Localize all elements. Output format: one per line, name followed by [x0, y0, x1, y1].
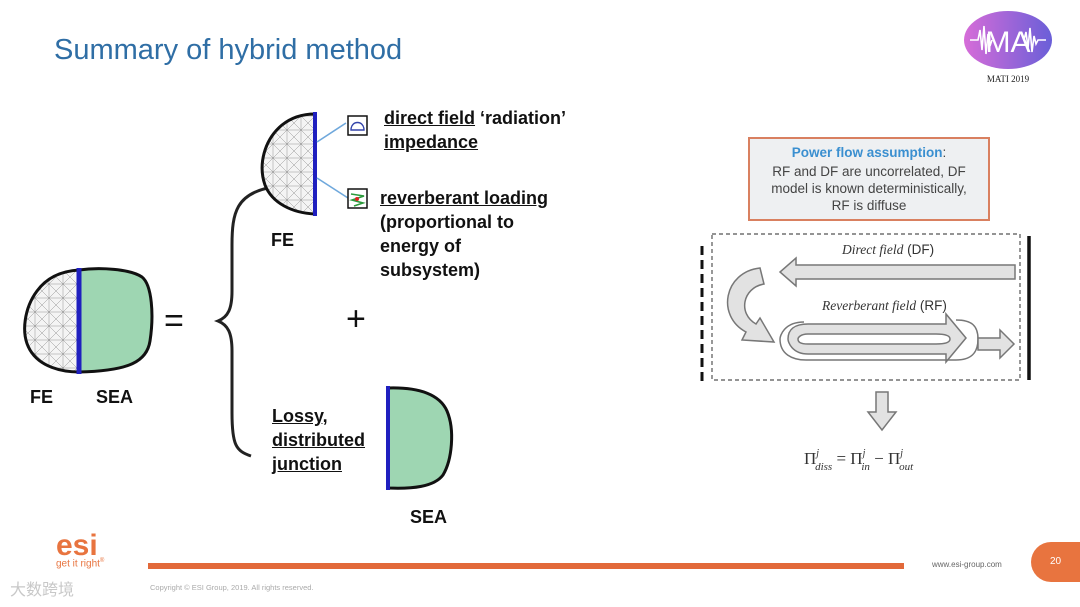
copyright-text: Copyright © ESI Group, 2019. All rights …: [150, 583, 314, 592]
esi-tagline: get it right®: [56, 558, 105, 570]
direct-field-radiation-label: direct field ‘radiation’: [384, 108, 566, 129]
slide-title: Summary of hybrid method: [54, 34, 403, 66]
reverberant-field-label: Reverberant field (RF): [821, 298, 947, 313]
logo-caption: MATI 2019: [987, 74, 1030, 84]
curly-brace: [213, 185, 274, 458]
fe-label-top: FE: [271, 230, 295, 250]
distributed-text: distributed: [272, 430, 365, 450]
reverb-line-3: energy of: [380, 236, 462, 256]
curved-arrow: [726, 267, 776, 343]
page-number-badge: 20: [1031, 542, 1080, 582]
plus-sign: +: [346, 300, 366, 338]
power-flow-line-2: model is known deterministically,: [771, 181, 967, 196]
reverb-line-4: subsystem): [380, 260, 481, 280]
reverberant-loop-arrow: [787, 311, 967, 365]
mati-logo: MA MATI 2019: [962, 8, 1054, 90]
sea-label-bottom: SEA: [410, 507, 448, 527]
watermark-text: 大数跨境: [10, 582, 75, 599]
power-flow-line-3: RF is diffuse: [831, 198, 907, 213]
power-flow-body: RF and DF are uncorrelated, DF model is …: [750, 163, 988, 214]
mati-logo-icon: MA MATI 2019: [964, 11, 1052, 84]
equals-sign: =: [164, 302, 184, 340]
reverb-line-2: (proportional to: [380, 212, 514, 232]
power-flow-line-1: RF and DF are uncorrelated, DF: [772, 164, 966, 179]
lossy-text: Lossy,: [272, 406, 328, 426]
radiation-impedance-icon: [347, 115, 368, 136]
reverb-outer-ring: [779, 319, 979, 361]
reverberant-loading-icon: [347, 188, 368, 209]
sea-label-left: SEA: [96, 387, 134, 407]
exit-arrow: [977, 328, 1016, 360]
reverberant-loading-text: reverberant loading: [380, 188, 549, 208]
field-flow-diagram: Direct field (DF) Reverberant field (RF)…: [700, 233, 1031, 473]
svg-text:esi: esi: [56, 529, 98, 561]
footer-divider: [148, 563, 904, 569]
fe-label-left: FE: [30, 387, 54, 407]
sea-shape-bottom: [386, 386, 454, 490]
esi-logo-icon: esi: [56, 529, 98, 561]
down-arrow: [866, 391, 898, 432]
impedance-text: impedance: [384, 132, 479, 152]
power-flow-title: Power flow assumption:: [791, 145, 947, 160]
footer-url[interactable]: www.esi-group.com: [932, 560, 1002, 569]
junction-text: junction: [272, 454, 342, 474]
radiation-text: ‘radiation’: [475, 108, 567, 128]
direct-field-text: direct field: [384, 108, 476, 128]
direct-field-label: Direct field (DF): [841, 242, 934, 257]
hybrid-method-diagram: [23, 112, 454, 490]
direct-field-arrow: [778, 256, 1016, 288]
fe-mesh-shape: [260, 112, 349, 216]
logo-text: MA: [986, 26, 1031, 59]
fe-sea-coupled-shape: [23, 267, 154, 374]
power-flow-assumption-box: Power flow assumption: RF and DF are unc…: [748, 137, 990, 221]
